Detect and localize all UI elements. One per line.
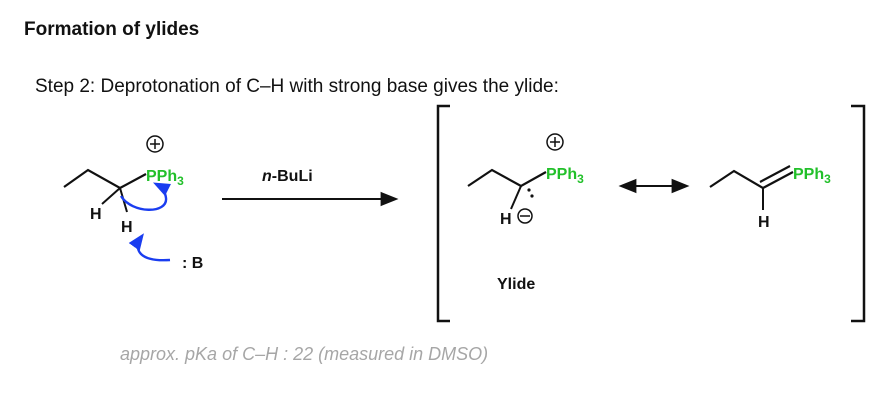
step-description: Step 2: Deprotonation of C–H with strong… xyxy=(35,76,559,97)
lone-pair-dot xyxy=(527,188,531,192)
plus-charge-icon xyxy=(146,135,164,153)
ylide-phosphonium-group: PPh3 xyxy=(546,166,584,186)
minus-charge-icon xyxy=(517,208,533,224)
curved-arrow-icon xyxy=(128,233,171,262)
cp-double-bond-a xyxy=(762,171,794,189)
ylide-ch-bond xyxy=(510,185,522,210)
cp-double-bond-b xyxy=(759,165,791,183)
ylide-neutral-form: PPh3 H xyxy=(709,165,831,231)
ylide-chain-bonds xyxy=(467,168,547,188)
ylide-label: Ylide xyxy=(497,276,535,293)
page-title: Formation of ylides xyxy=(24,19,200,40)
phosphonium-salt: PPh3 H H : B xyxy=(63,135,203,272)
lone-pair-dot xyxy=(530,194,534,198)
ylene-chain-bonds xyxy=(709,169,764,189)
hydrogen-atom-left: H xyxy=(90,206,102,223)
ch-bond-left xyxy=(101,187,121,205)
pka-note: approx. pKa of C–H : 22 (measured in DMS… xyxy=(120,344,489,364)
ylene-hydrogen-atom: H xyxy=(758,214,770,231)
reagent-label: n-BuLi xyxy=(262,168,313,185)
ylene-phosphorus-group: PPh3 xyxy=(793,166,831,186)
curved-arrow-icon xyxy=(119,182,172,211)
hydrogen-atom-acidic: H xyxy=(121,219,133,236)
phosphonium-group: PPh3 xyxy=(146,168,184,188)
ylide-hydrogen-atom: H xyxy=(500,211,512,228)
ylide-charged-form: PPh3 H xyxy=(467,133,584,228)
plus-charge-icon xyxy=(546,133,564,151)
left-bracket-icon xyxy=(436,104,450,323)
reaction-arrow: n-BuLi xyxy=(222,168,399,207)
carbon-chain-bonds xyxy=(63,168,147,190)
right-bracket-icon xyxy=(851,104,866,323)
base-label: : B xyxy=(182,255,203,272)
